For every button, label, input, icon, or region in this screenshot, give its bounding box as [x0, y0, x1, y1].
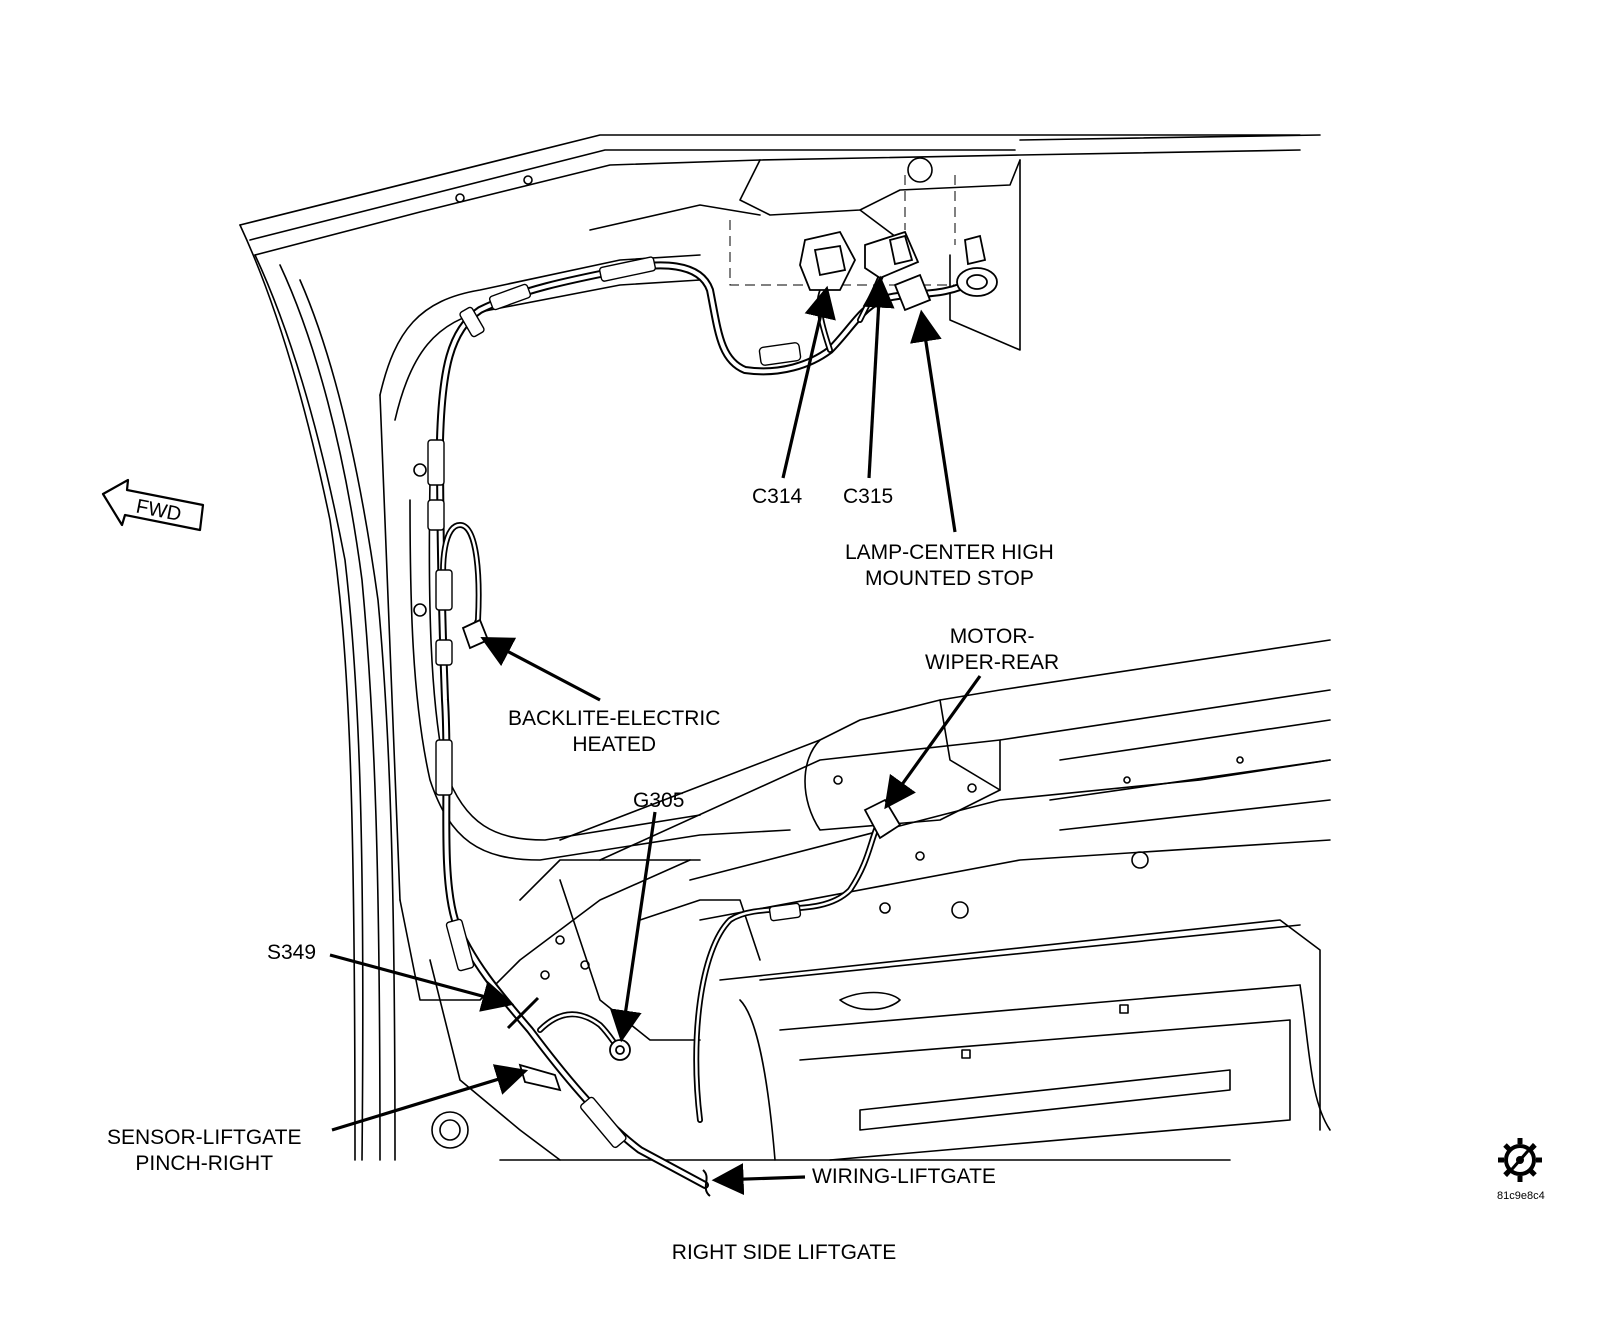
harness-break-mark [702, 1169, 711, 1197]
arrow-backlite [480, 637, 601, 702]
connector-backlite [461, 618, 490, 650]
connectors [461, 230, 998, 1092]
harness-tape-wraps [427, 256, 802, 1149]
label-motor-line2: WIPER-REAR [925, 651, 1060, 674]
arrow-c314 [781, 285, 836, 479]
label-sensor-liftgate-pinch-right: SENSOR-LIFTGATE PINCH-RIGHT [107, 1125, 301, 1177]
arrow-motor-wiper [884, 675, 982, 810]
arrow-sensor [331, 1064, 529, 1132]
label-c315-text: C315 [843, 485, 894, 508]
label-wiring-text: WIRING-LIFTGATE [812, 1165, 996, 1188]
label-c314-text: C314 [752, 485, 803, 508]
label-lamp-center-high-mounted-stop: LAMP-CENTER HIGH MOUNTED STOP [845, 540, 1054, 592]
label-sensor-line2: PINCH-RIGHT [135, 1152, 274, 1175]
connector-g305 [609, 1039, 631, 1061]
label-s349-text: S349 [267, 941, 317, 964]
label-lamp-line2: MOUNTED STOP [865, 567, 1034, 590]
connector-wiper [863, 798, 902, 840]
arrow-lamp [910, 309, 957, 533]
label-motor-wiper-rear: MOTOR- WIPER-REAR [925, 624, 1059, 676]
connector-c315 [864, 230, 920, 280]
connector-sensor [518, 1063, 562, 1092]
service-gear-icon [1498, 1138, 1542, 1182]
fwd-arrow: FWD [101, 478, 205, 532]
label-c314: C314 [752, 484, 802, 510]
diagram-caption: RIGHT SIDE LIFTGATE [0, 1240, 1568, 1266]
label-s349: S349 [267, 940, 316, 966]
connector-lamp [893, 234, 998, 312]
liftgate-body [239, 134, 1331, 1161]
label-backlite-electric-heated: BACKLITE-ELECTRIC HEATED [508, 706, 720, 758]
label-lamp-line1: LAMP-CENTER HIGH [845, 541, 1054, 564]
splice-s349-mark [506, 996, 540, 1030]
connector-c314 [799, 230, 857, 291]
caption-text: RIGHT SIDE LIFTGATE [671, 1241, 897, 1264]
label-backlite-line2: HEATED [572, 733, 656, 756]
label-wiring-liftgate: WIRING-LIFTGATE [812, 1164, 996, 1190]
callout-arrows [329, 275, 982, 1196]
label-g305: G305 [633, 788, 684, 814]
label-sensor-line1: SENSOR-LIFTGATE [107, 1126, 302, 1149]
arrow-c315 [862, 275, 895, 479]
label-g305-text: G305 [633, 789, 685, 812]
label-c315: C315 [843, 484, 893, 510]
label-motor-line1: MOTOR- [949, 625, 1035, 648]
arrow-s349 [329, 953, 515, 1012]
arrow-g305 [609, 811, 657, 1043]
image-code: 81c9e8c4 [1497, 1190, 1545, 1202]
label-backlite-line1: BACKLITE-ELECTRIC [508, 707, 721, 730]
arrow-wiring [711, 1163, 806, 1196]
